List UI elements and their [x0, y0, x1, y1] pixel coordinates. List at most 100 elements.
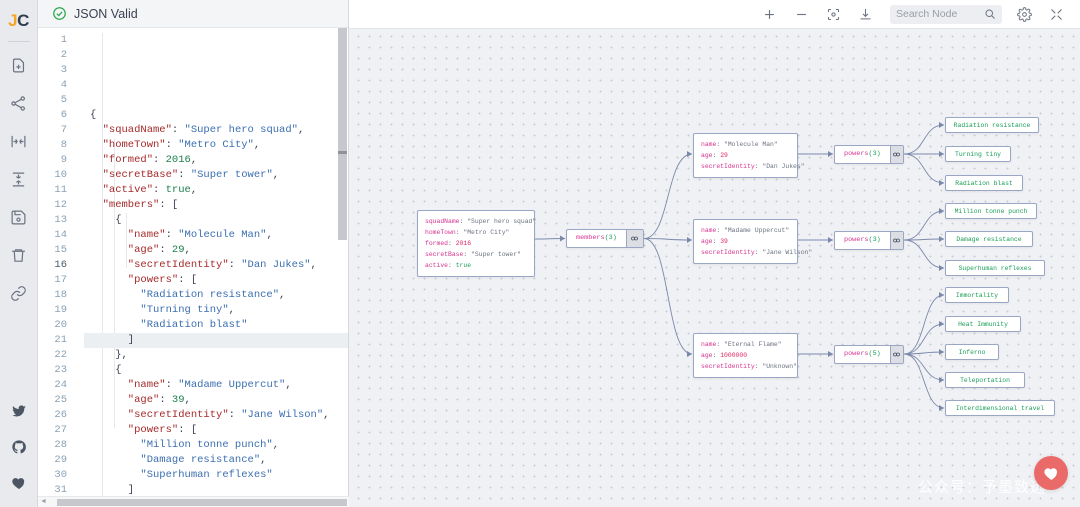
- line-number: 5: [60, 94, 67, 106]
- power-leaf-1-1[interactable]: Radiation resistance: [945, 117, 1039, 133]
- power-leaf-1-2[interactable]: Turning tiny: [945, 146, 1011, 162]
- code-line[interactable]: "members": [: [84, 198, 348, 213]
- code-line[interactable]: "Radiation resistance",: [84, 288, 348, 303]
- collapse-icon[interactable]: [625, 230, 643, 247]
- line-number: 6: [60, 109, 67, 121]
- code-line[interactable]: "active": true,: [84, 183, 348, 198]
- power-leaf-3-5[interactable]: Interdimensional travel: [945, 400, 1055, 416]
- twitter-icon[interactable]: [0, 393, 38, 429]
- code-line[interactable]: ]: [84, 483, 348, 498]
- code-line[interactable]: {: [84, 213, 348, 228]
- center-view-icon[interactable]: [824, 5, 843, 24]
- code-line[interactable]: "name": "Madame Uppercut",: [84, 378, 348, 393]
- code-line[interactable]: "Turning tiny",: [84, 303, 348, 318]
- code-text-area[interactable]: { "squadName": "Super hero squad", "home…: [84, 28, 348, 507]
- node-key: secretIdentity: [701, 249, 755, 256]
- line-number: 21: [54, 334, 67, 346]
- collapse-icon[interactable]: [889, 145, 903, 163]
- node-key: powers: [844, 235, 869, 244]
- power-leaf-2-1[interactable]: Million tonne punch: [945, 203, 1037, 219]
- search-icon[interactable]: [984, 8, 996, 20]
- new-file-icon[interactable]: [0, 46, 38, 84]
- search-node-box[interactable]: [890, 4, 1002, 24]
- node-key: active: [425, 262, 449, 269]
- code-line[interactable]: "Superhuman reflexes": [84, 468, 348, 483]
- line-number: 1: [60, 34, 67, 46]
- code-line[interactable]: "Million tonne punch",: [84, 438, 348, 453]
- scroll-thumb-horizontal[interactable]: [57, 498, 347, 506]
- code-line[interactable]: "secretBase": "Super tower",: [84, 168, 348, 183]
- power-leaf-2-3[interactable]: Superhuman reflexes: [945, 260, 1045, 276]
- code-line[interactable]: "age": 39,: [84, 393, 348, 408]
- code-line[interactable]: "secretIdentity": "Jane Wilson",: [84, 408, 348, 423]
- code-token: ,: [272, 439, 280, 451]
- collapse-horizontal-icon[interactable]: [0, 122, 38, 160]
- code-token: {: [90, 364, 122, 376]
- trash-icon[interactable]: [0, 236, 38, 274]
- powers-node-1[interactable]: powers (3): [834, 144, 904, 164]
- scroll-left-arrow[interactable]: ◄: [40, 498, 47, 505]
- code-line[interactable]: "formed": 2016,: [84, 153, 348, 168]
- code-token: ,: [323, 409, 330, 421]
- power-leaf-3-1[interactable]: Immortality: [945, 287, 1009, 303]
- gear-icon[interactable]: [1015, 5, 1034, 24]
- code-line[interactable]: {: [84, 363, 348, 378]
- code-line[interactable]: "powers": [: [84, 423, 348, 438]
- code-line[interactable]: "squadName": "Super hero squad",: [84, 123, 348, 138]
- code-line[interactable]: ]: [84, 333, 348, 348]
- graph-toolbar: [349, 0, 1080, 29]
- graph-canvas[interactable]: squadName: "Super hero squad"homeTown: "…: [349, 29, 1080, 507]
- collapse-vertical-icon[interactable]: [0, 160, 38, 198]
- code-line[interactable]: {: [84, 108, 348, 123]
- zoom-in-icon[interactable]: [760, 5, 779, 24]
- power-leaf-3-2[interactable]: Heat Immunity: [945, 316, 1021, 332]
- indent-guide: [114, 138, 115, 428]
- code-line[interactable]: "secretIdentity": "Dan Jukes",: [84, 258, 348, 273]
- power-leaf-3-4[interactable]: Teleportation: [945, 372, 1025, 388]
- share-graph-icon[interactable]: [0, 84, 38, 122]
- code-token: "Metro City": [178, 139, 254, 151]
- root-node[interactable]: squadName: "Super hero squad"homeTown: "…: [417, 210, 536, 277]
- download-icon[interactable]: [856, 5, 875, 24]
- code-token: :: [159, 244, 172, 256]
- power-leaf-1-3[interactable]: Radiation blast: [945, 175, 1023, 191]
- code-token: ,: [285, 379, 292, 391]
- node-label: powers (3): [835, 146, 890, 163]
- scroll-track[interactable]: [49, 498, 347, 507]
- search-input[interactable]: [896, 8, 978, 20]
- save-icon[interactable]: [0, 198, 38, 236]
- github-icon[interactable]: [0, 429, 38, 465]
- code-line[interactable]: "homeTown": "Metro City",: [84, 138, 348, 153]
- code-line[interactable]: "age": 29,: [84, 243, 348, 258]
- zoom-out-icon[interactable]: [792, 5, 811, 24]
- code-fold-column[interactable]: [74, 28, 84, 507]
- sponsor-heart-button[interactable]: [1034, 456, 1068, 490]
- code-token: "secretIdentity": [90, 409, 229, 421]
- powers-node-3[interactable]: powers (5): [834, 344, 904, 364]
- code-line[interactable]: "powers": [: [84, 273, 348, 288]
- powers-node-2[interactable]: powers (3): [834, 230, 904, 250]
- code-line[interactable]: "name": "Molecule Man",: [84, 228, 348, 243]
- editor-horizontal-scrollbar[interactable]: ◄ ►: [38, 496, 349, 507]
- heart-icon[interactable]: [0, 465, 38, 501]
- members-node[interactable]: members (3): [566, 229, 644, 248]
- link-icon[interactable]: [0, 274, 38, 312]
- editor-vertical-scrollbar[interactable]: [338, 28, 347, 486]
- collapse-icon[interactable]: [889, 231, 903, 249]
- scrollbar-thumb[interactable]: [338, 28, 347, 240]
- collapse-icon[interactable]: [889, 345, 903, 363]
- fullscreen-icon[interactable]: [1047, 5, 1066, 24]
- code-line[interactable]: },: [84, 348, 348, 363]
- code-line[interactable]: "Damage resistance",: [84, 453, 348, 468]
- code-line[interactable]: "Radiation blast": [84, 318, 348, 333]
- power-leaf-3-3[interactable]: Inferno: [945, 344, 999, 360]
- node-leaf-value: Radiation blast: [955, 179, 1013, 187]
- power-leaf-2-2[interactable]: Damage resistance: [945, 231, 1033, 247]
- code-token: 39: [171, 394, 185, 406]
